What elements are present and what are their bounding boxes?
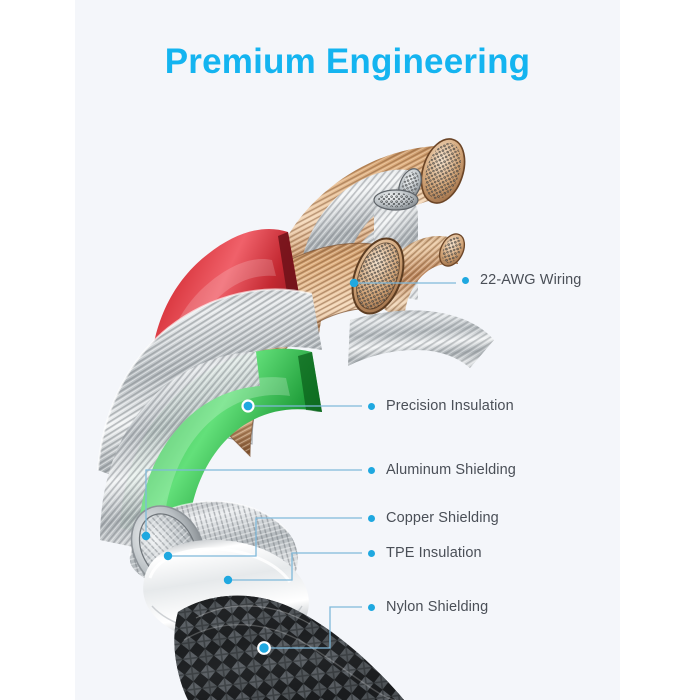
leader-lines [145,282,456,649]
callout-marker-icon [368,514,375,522]
callout-label: 22-AWG Wiring [480,272,582,288]
callout-copper-shielding: Copper Shielding [368,510,499,526]
callout-marker-icon [368,466,375,474]
callout-label: TPE Insulation [386,545,482,561]
callout-label: Copper Shielding [386,510,499,526]
callout-label: Aluminum Shielding [386,462,516,478]
anchor-aluminum-shielding [141,531,151,541]
anchor-tpe-insulation [223,575,233,585]
anchor-copper-shielding [163,551,173,561]
leader-copper-shielding [168,517,362,557]
leader-nylon-shielding-2 [264,606,362,649]
leader-anchor-dots [141,278,359,655]
callout-label: Precision Insulation [386,398,514,414]
leader-tpe-insulation [228,552,362,581]
anchor-awg-wiring [349,278,359,288]
aluminum-bundle-lower-right [348,310,494,368]
callout-marker-icon [368,603,375,611]
callout-precision-insulation: Precision Insulation [368,398,514,414]
aluminum-shielding-lower [100,352,260,548]
callout-aluminum-shielding: Aluminum Shielding [368,462,516,478]
callout-tpe-insulation: TPE Insulation [368,545,482,561]
callout-marker-icon [368,402,375,410]
anchor-precision-insulation [241,399,255,413]
page-title: Premium Engineering [164,42,531,81]
callout-nylon-shielding: Nylon Shielding [368,599,488,615]
callout-marker-icon [368,549,375,557]
callout-awg-wiring: 22-AWG Wiring [462,272,581,288]
anchor-nylon-shielding [257,641,271,655]
callout-marker-icon [462,276,469,284]
leader-aluminum-shielding [145,469,362,536]
callout-label: Nylon Shielding [386,599,489,615]
